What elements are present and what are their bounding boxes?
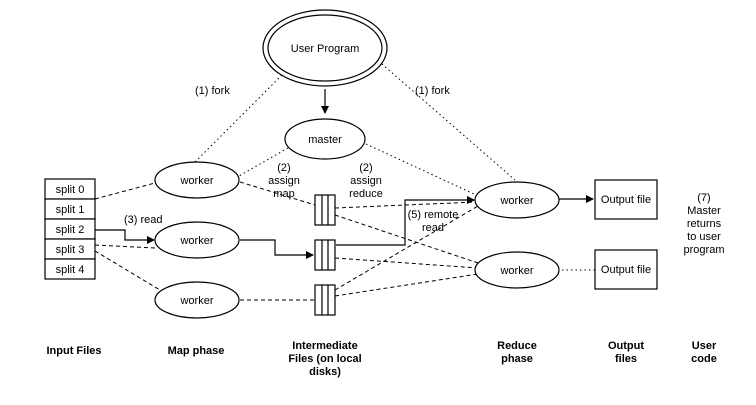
reduce-worker-1: worker (474, 181, 560, 219)
remote-read-line-1: (5) remote (408, 209, 459, 221)
worker-label: worker (179, 295, 213, 307)
split4-to-worker (94, 250, 161, 291)
master-label: master (308, 134, 342, 146)
assign-map-line-3: map (273, 188, 294, 200)
read-label: (3) read (124, 214, 163, 226)
assign-reduce-line (365, 143, 475, 195)
remote-read-arrow (336, 196, 475, 246)
map1-to-file1 (239, 181, 316, 206)
map-worker-3: worker (154, 281, 240, 319)
output-file-1: Output file (594, 179, 658, 220)
assign-reduce-line-2: assign (350, 175, 382, 187)
col-intermediate-3: disks) (309, 366, 341, 378)
input-splits: split 0 split 1 split 2 split 3 split 4 (44, 178, 96, 280)
worker-label: worker (499, 195, 533, 207)
split-4-label: split 4 (56, 264, 85, 276)
col-user-code-2: code (691, 353, 717, 365)
fork-line-reduce-worker (374, 57, 516, 181)
map-worker-1: worker (154, 161, 240, 199)
col-intermediate-1: Intermediate (292, 340, 357, 352)
output-file-label: Output file (601, 264, 651, 276)
split3-to-worker (94, 244, 156, 249)
split-0-label: split 0 (56, 184, 85, 196)
master-returns-line-1: (7) (697, 192, 710, 204)
master-node: master (284, 118, 366, 160)
output-file-label: Output file (601, 194, 651, 206)
worker-label: worker (499, 265, 533, 277)
assign-map-line-2: assign (268, 175, 300, 187)
read-arrow (95, 229, 155, 244)
col-user-code-1: User (692, 340, 717, 352)
file3-to-reduce2 (334, 273, 479, 297)
reduce-worker-2: worker (474, 251, 560, 289)
worker-label: worker (179, 235, 213, 247)
split-1-label: split 1 (56, 204, 85, 216)
file2-to-reduce2 (334, 257, 479, 269)
file1-to-reduce2 (334, 214, 479, 264)
split-2-label: split 2 (56, 224, 85, 236)
worker-label: worker (179, 175, 213, 187)
master-returns-line-2: Master (687, 205, 721, 217)
col-intermediate-2: Files (on local (288, 353, 361, 365)
master-returns-line-3: returns (687, 218, 722, 230)
user-program-label: User Program (291, 43, 359, 55)
col-reduce-1: Reduce (497, 340, 537, 352)
split0-to-worker (94, 182, 156, 200)
col-input-files: Input Files (47, 345, 102, 357)
assign-reduce-line-3: reduce (349, 188, 383, 200)
intermediate-file-3 (314, 284, 336, 316)
intermediate-file-2 (314, 239, 336, 271)
fork-label-left: (1) fork (195, 85, 230, 97)
user-program-node: User Program (262, 9, 388, 87)
assign-map-line-1: (2) (277, 162, 290, 174)
col-output-1: Output (608, 340, 644, 352)
assign-reduce-line-1: (2) (359, 162, 372, 174)
col-map-phase: Map phase (168, 345, 225, 357)
master-returns-line-5: program (684, 244, 725, 256)
fork-label-right: (1) fork (415, 85, 450, 97)
split-4-box (44, 258, 96, 280)
map-write-arrow (240, 239, 314, 259)
assign-map-line (231, 147, 289, 181)
intermediate-file-1 (314, 194, 336, 226)
output-file-2: Output file (594, 249, 658, 290)
master-returns-line-4: to user (687, 231, 721, 243)
map-worker-2: worker (154, 221, 240, 259)
col-output-2: files (615, 353, 637, 365)
split-3-label: split 3 (56, 244, 85, 256)
col-reduce-2: phase (501, 353, 533, 365)
remote-read-line-2: read (422, 222, 444, 234)
